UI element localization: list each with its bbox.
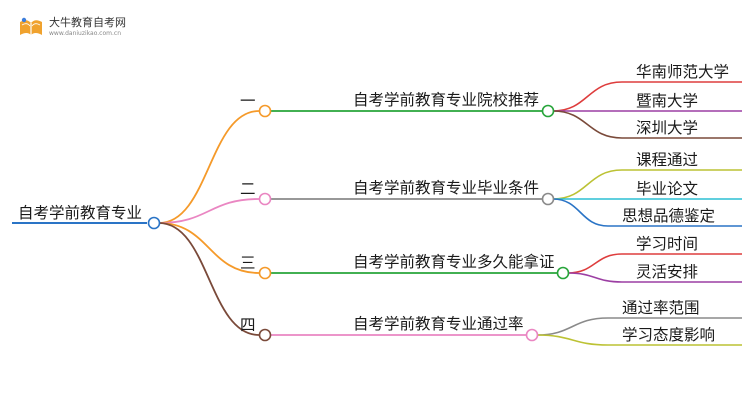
brand-name: 大牛教育自考网	[49, 15, 126, 29]
branch-node	[258, 192, 272, 206]
child-label: 通过率范围	[622, 299, 700, 317]
branch-end-node	[525, 328, 539, 342]
root-to-branch-edge	[158, 222, 260, 336]
root-to-branch-edge	[158, 198, 260, 224]
child-label: 学习时间	[636, 235, 698, 253]
root-to-branch-edge	[158, 222, 260, 274]
branch-title: 自考学前教育专业多久能拿证	[353, 252, 555, 271]
open-book-icon	[20, 17, 42, 35]
branch-end-node	[541, 192, 555, 206]
child-edge	[536, 317, 609, 336]
branch-number: 四	[240, 316, 256, 334]
child-label: 灵活安排	[636, 263, 698, 281]
child-label: 深圳大学	[636, 119, 698, 137]
branch-end-node	[541, 104, 555, 118]
branch-node	[258, 328, 272, 342]
child-label: 课程通过	[636, 151, 698, 169]
branch-title: 自考学前教育专业毕业条件	[353, 179, 539, 197]
child-label: 学习态度影响	[622, 326, 715, 344]
child-edge	[567, 253, 623, 274]
child-edge	[552, 81, 623, 112]
root-node	[147, 216, 161, 230]
child-edge	[552, 198, 609, 227]
branch-end-node	[556, 266, 570, 280]
child-label: 思想品德鉴定	[622, 207, 715, 225]
child-edge	[552, 169, 623, 200]
child-label: 华南师范大学	[636, 63, 729, 81]
child-edge	[567, 272, 623, 283]
root-to-branch-edge	[158, 110, 260, 224]
branch-title: 自考学前教育专业通过率	[353, 315, 524, 333]
brand-url: www.daniuzikao.com.cn	[49, 29, 121, 37]
child-label: 暨南大学	[636, 92, 698, 110]
branch-number: 三	[240, 254, 256, 272]
child-edge	[536, 334, 609, 346]
branch-node	[258, 266, 272, 280]
branch-title: 自考学前教育专业院校推荐	[353, 90, 539, 109]
brand-logo: 大牛教育自考网 www.daniuzikao.com.cn	[18, 16, 126, 38]
branch-number: 二	[240, 180, 256, 198]
branch-number: 一	[240, 92, 256, 110]
branch-node	[258, 104, 272, 118]
child-label: 毕业论文	[636, 180, 698, 198]
child-edge	[552, 110, 623, 139]
root-label: 自考学前教育专业	[18, 204, 142, 222]
